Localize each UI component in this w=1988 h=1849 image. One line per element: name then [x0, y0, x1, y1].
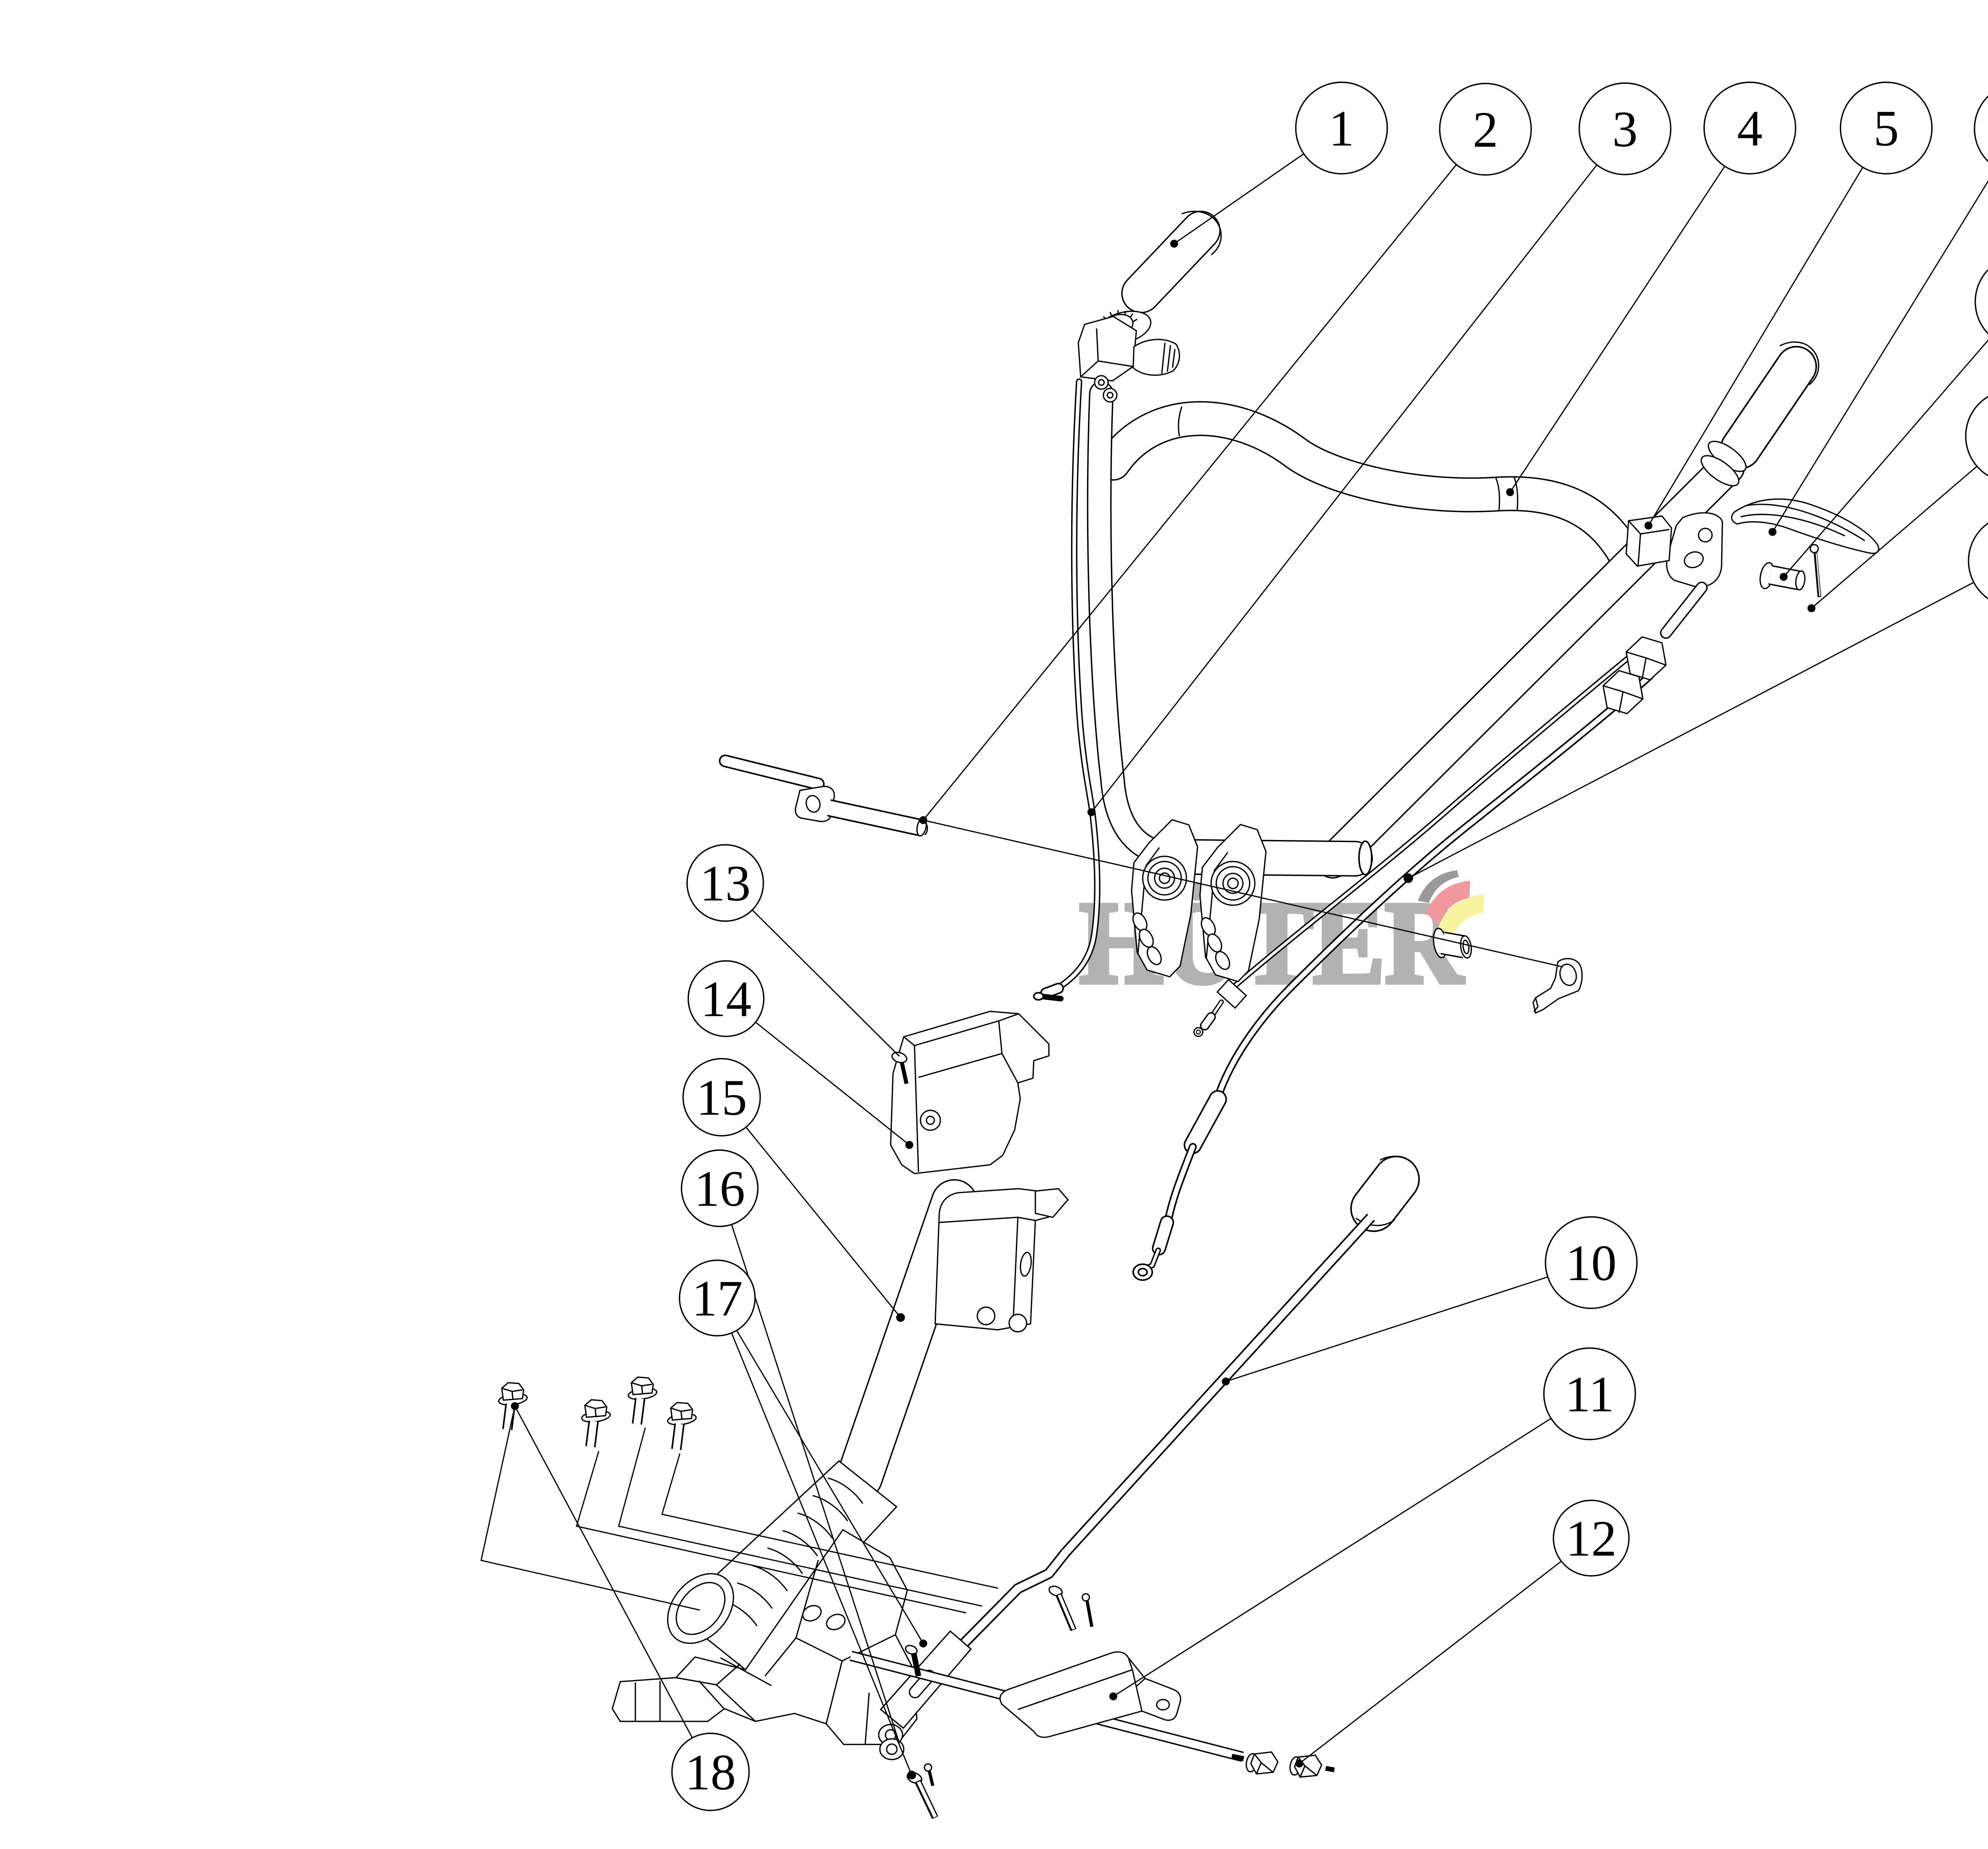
- svg-text:4: 4: [1737, 100, 1763, 157]
- svg-text:16: 16: [694, 1160, 745, 1217]
- svg-text:3: 3: [1612, 101, 1638, 157]
- svg-text:2: 2: [1473, 101, 1498, 158]
- svg-text:10: 10: [1566, 1235, 1617, 1291]
- svg-text:17: 17: [692, 1270, 743, 1327]
- svg-text:12: 12: [1566, 1510, 1617, 1567]
- svg-text:15: 15: [696, 1069, 747, 1126]
- svg-text:18: 18: [685, 1744, 736, 1800]
- svg-text:5: 5: [1873, 100, 1899, 157]
- svg-text:13: 13: [700, 855, 751, 912]
- svg-text:14: 14: [701, 971, 751, 1027]
- svg-text:11: 11: [1565, 1366, 1614, 1422]
- svg-text:1: 1: [1329, 100, 1354, 157]
